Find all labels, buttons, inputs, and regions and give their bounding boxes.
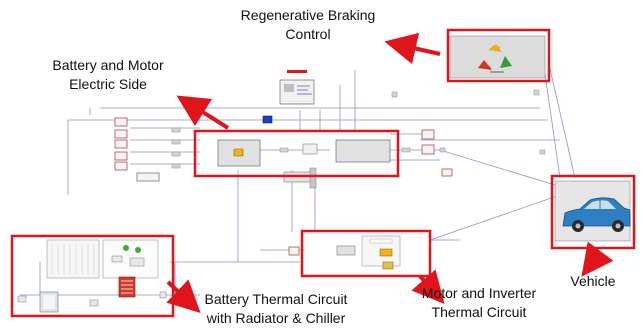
frame-battery-thermal <box>10 234 175 318</box>
arrow-vehicle <box>581 241 614 277</box>
signal-wires <box>20 59 576 296</box>
label-regen-line1: Regenerative Braking <box>240 7 376 23</box>
arrow-electric-side <box>176 95 230 130</box>
electric-side-blocks <box>217 139 391 189</box>
highlight-frames <box>10 28 636 318</box>
label-battery-thermal-line2: with Radiator & Chiller <box>206 310 346 326</box>
memory-block <box>262 115 273 124</box>
frame-motor-thermal <box>300 229 432 278</box>
battery-thermal-blocks <box>17 239 167 313</box>
frame-regen <box>446 28 551 83</box>
frame-electric-side <box>193 129 400 178</box>
label-battery-thermal-circuit: Battery Thermal Circuit with Radiator & … <box>188 290 364 328</box>
label-motor-thermal-line2: Thermal Circuit <box>431 304 527 320</box>
signal-blocks-left <box>114 117 160 182</box>
arrow-motor-thermal <box>411 269 445 305</box>
label-vehicle: Vehicle <box>558 272 628 291</box>
callout-arrows <box>166 32 614 314</box>
label-regen-braking: Regenerative Braking Control <box>234 6 382 44</box>
port-blocks <box>171 89 546 169</box>
motor-thermal-blocks <box>336 235 401 270</box>
controller-block <box>279 70 315 105</box>
heat-exchanger-icon <box>118 276 136 298</box>
arrow-battery-thermal <box>166 279 201 314</box>
label-battery-motor-electric: Battery and Motor Electric Side <box>34 56 182 94</box>
battery-icon <box>233 148 244 157</box>
label-motor-thermal-line1: Motor and Inverter <box>421 285 537 301</box>
recycle-icon <box>478 44 512 70</box>
label-motor-inverter-thermal: Motor and Inverter Thermal Circuit <box>404 284 554 322</box>
vehicle-block <box>554 180 631 242</box>
label-battery-thermal-line1: Battery Thermal Circuit <box>204 291 348 307</box>
label-regen-line2: Control <box>285 26 331 42</box>
car-icon <box>562 197 631 232</box>
label-vehicle-line1: Vehicle <box>570 273 616 289</box>
arrow-regen <box>384 32 441 65</box>
scope-blocks-right <box>288 129 453 256</box>
motor-icon <box>379 248 393 257</box>
regen-control-block <box>449 35 546 79</box>
label-battery-motor-line1: Battery and Motor <box>52 57 164 73</box>
label-battery-motor-line2: Electric Side <box>69 76 147 92</box>
